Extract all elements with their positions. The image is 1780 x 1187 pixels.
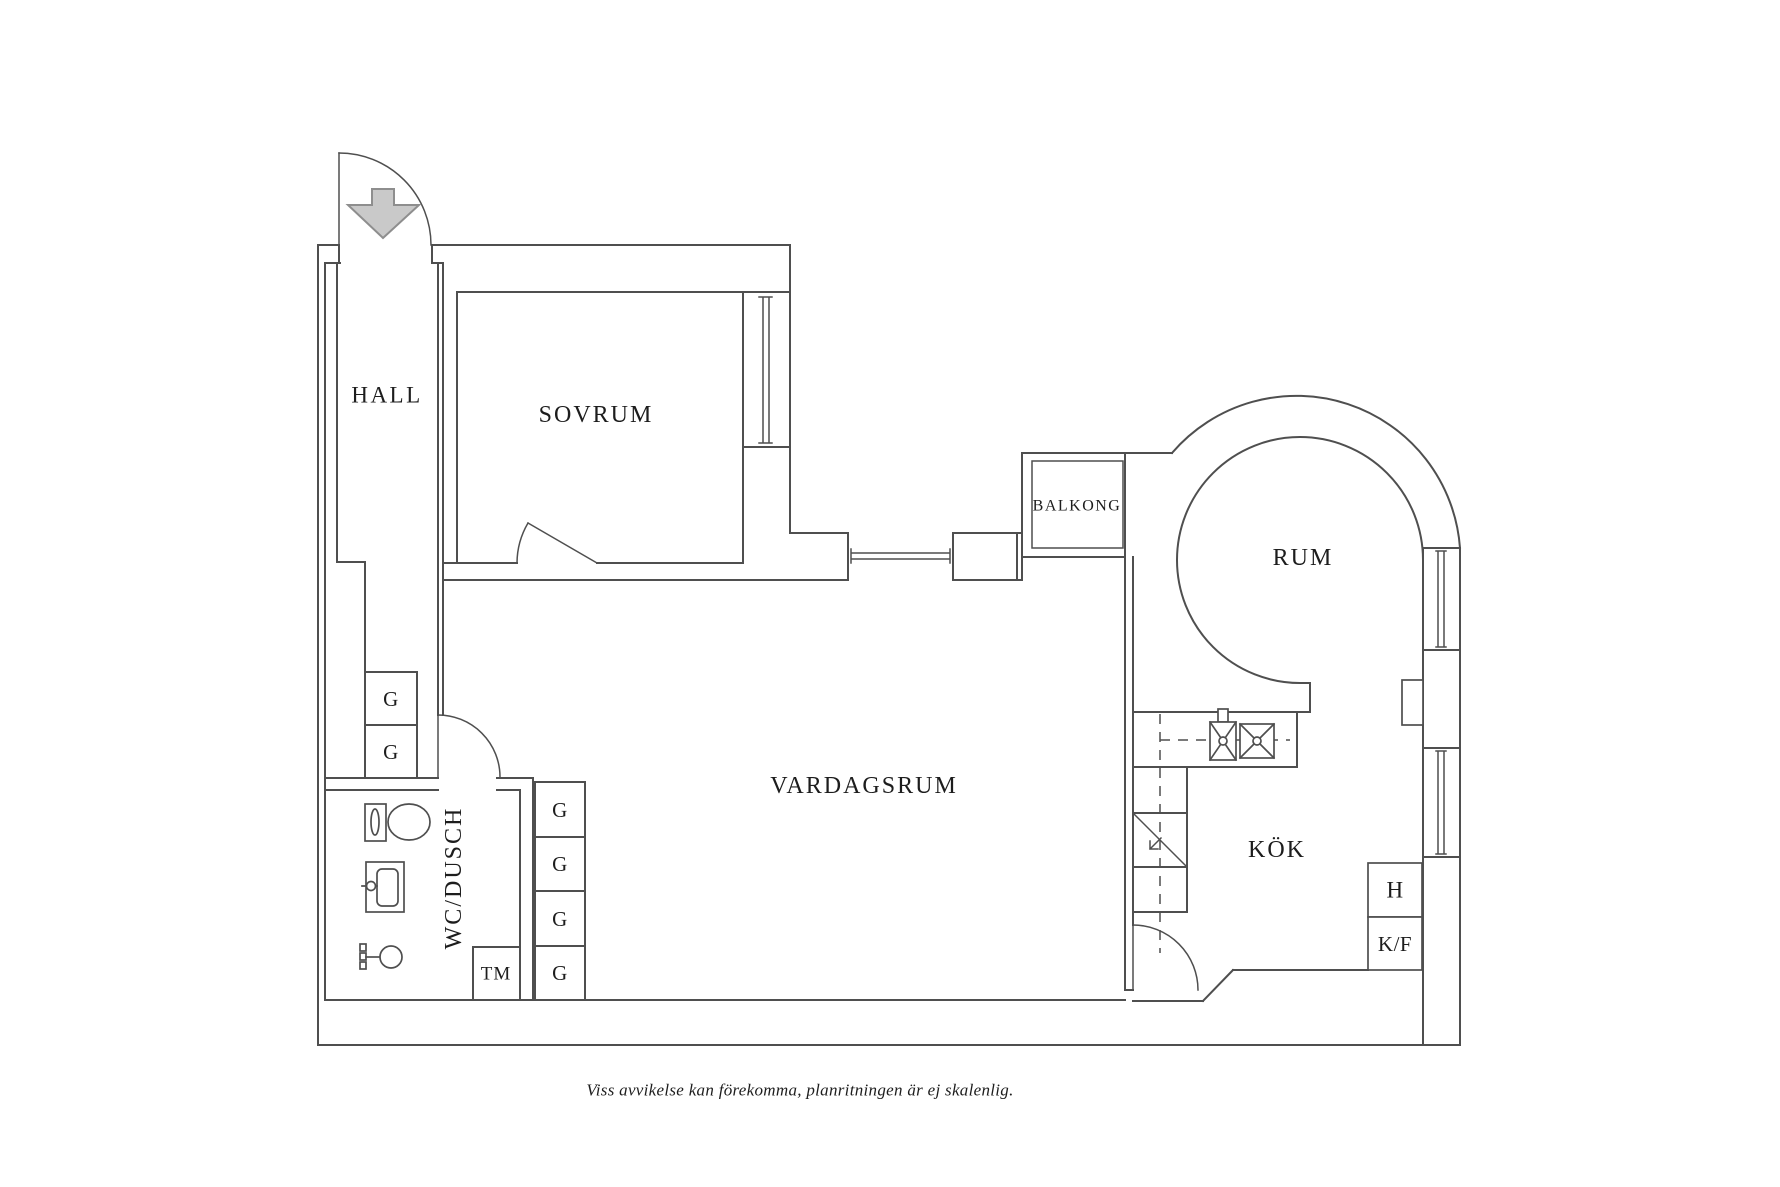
- entrance-door-swing: [338, 152, 432, 246]
- sovrum-window: [742, 296, 791, 448]
- kok-window-sills: [1422, 747, 1461, 858]
- rum-window-sills: [1422, 547, 1461, 651]
- vardagsrum-window-frame: [847, 532, 954, 581]
- shower-mount-2: [359, 952, 367, 961]
- vardagsrum-window: [847, 532, 954, 581]
- room-hall: [336, 262, 501, 779]
- label-wardrobe-2: G: [383, 740, 399, 764]
- room-kok: [1124, 556, 1369, 1003]
- entrance-arrow-icon: [345, 188, 422, 240]
- toilet-bowl: [387, 803, 431, 841]
- label-rum: RUM: [1273, 545, 1334, 571]
- wardrobe-column-boxes: [534, 781, 586, 1001]
- kok-south-wall: [1124, 968, 1369, 1003]
- label-fridge-freezer: K/F: [1378, 932, 1412, 956]
- wc-walls: [324, 777, 534, 1001]
- room-balkong: [1021, 452, 1173, 991]
- hall-right-wall: [437, 262, 444, 716]
- hall-left-wall: [336, 262, 366, 673]
- balkong-inner-wall: [1031, 460, 1124, 549]
- fixture-labels: G G G G G G TM H K/F: [383, 687, 1412, 985]
- cabinet-box: [1367, 862, 1423, 918]
- sink-icon: [1208, 708, 1238, 762]
- label-wardrobe-5: G: [552, 907, 568, 931]
- corridor-wall-lines: [442, 532, 1023, 581]
- sink-drain: [1218, 736, 1228, 746]
- rum-window-glazing: [1435, 550, 1447, 648]
- sovrum-door-leaf: [526, 521, 599, 565]
- room-rum: [1170, 394, 1462, 685]
- kok-window: [1422, 747, 1461, 858]
- label-wardrobe-6: G: [552, 961, 568, 985]
- washing-machine-box: [472, 946, 521, 1001]
- label-wardrobe-3: G: [552, 798, 568, 822]
- disclaimer-caption: Viss avvikelse kan förekomma, planritnin…: [586, 1081, 1013, 1100]
- rum-inner-curved-wall: [1176, 436, 1425, 685]
- washbasin-icon: [361, 861, 405, 913]
- east-wall-lines: [1422, 547, 1461, 1046]
- sovrum-window-glazing: [758, 296, 773, 444]
- stove-icon: [1238, 722, 1276, 760]
- label-cabinet: H: [1386, 878, 1403, 903]
- rum-window: [1422, 547, 1461, 651]
- east-wall: [1367, 547, 1461, 1046]
- entrance: [338, 152, 432, 246]
- faucet-icon: [1217, 708, 1229, 723]
- label-balkong: BALKONG: [1033, 498, 1122, 515]
- shower-mount-1: [359, 943, 367, 952]
- toilet-flush: [370, 808, 380, 836]
- shower-mount-3: [359, 961, 367, 970]
- label-washing-machine: TM: [481, 964, 512, 985]
- balkong-outer-walls: [1021, 452, 1173, 991]
- label-wardrobe-1: G: [383, 687, 399, 711]
- sovrum-door-swing: [516, 521, 530, 564]
- label-kok: KÖK: [1248, 837, 1306, 863]
- kok-window-glazing: [1435, 750, 1447, 855]
- wall-pier: [1401, 679, 1424, 726]
- vardagsrum-window-glazing: [850, 548, 951, 564]
- label-vardagsrum: VARDAGSRUM: [770, 773, 958, 799]
- corridor-wall: [442, 532, 1023, 581]
- toilet-icon: [364, 803, 431, 842]
- washbasin-inner: [376, 868, 399, 907]
- rum-outer-curved-wall: [1170, 394, 1462, 550]
- wardrobe-column: [534, 781, 586, 1001]
- washbasin-tap: [365, 880, 377, 892]
- label-sovrum: SOVRUM: [539, 402, 654, 428]
- label-hall: HALL: [351, 383, 422, 408]
- fridge-freezer-box: [1367, 916, 1423, 971]
- stove-center: [1252, 736, 1262, 746]
- wc-door-swing: [437, 714, 501, 778]
- kok-north-wall: [1132, 682, 1311, 713]
- outer-walls: [317, 244, 1461, 1046]
- kok-door-swing: [1132, 924, 1199, 991]
- label-wardrobe-4: G: [552, 852, 568, 876]
- shower-head: [379, 945, 403, 969]
- label-wc-dusch: WC/DUSCH: [441, 807, 467, 950]
- room-wc-dusch: [324, 777, 534, 1001]
- room-labels: HALL SOVRUM BALKONG RUM VARDAGSRUM KÖK W…: [351, 383, 1334, 950]
- shower-icon: [359, 943, 403, 970]
